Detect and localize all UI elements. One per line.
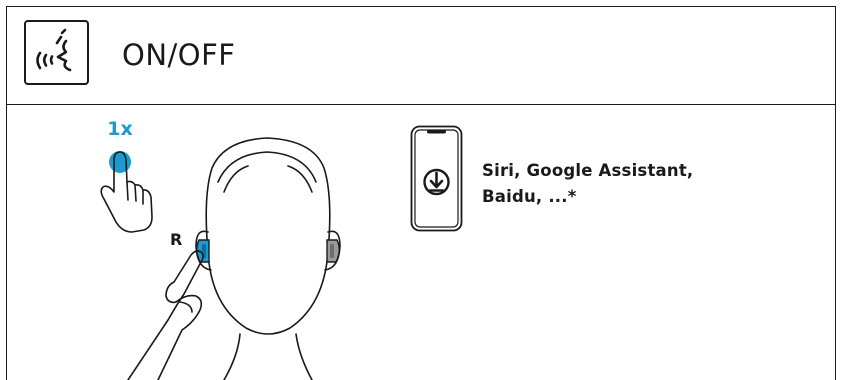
assistant-line-2: Baidu, ...* bbox=[482, 184, 812, 210]
smartphone-icon bbox=[410, 125, 463, 232]
head-outline bbox=[196, 138, 340, 380]
side-label: R bbox=[170, 231, 182, 249]
tap-indicator-dot bbox=[109, 151, 131, 173]
tapping-hand-icon bbox=[101, 152, 152, 232]
touching-hand-icon bbox=[128, 251, 203, 380]
assistant-line-1: Siri, Google Assistant, bbox=[482, 158, 812, 184]
left-earbud-icon bbox=[327, 240, 339, 262]
voice-assistant-description: Siri, Google Assistant, Baidu, ...* bbox=[482, 158, 812, 210]
